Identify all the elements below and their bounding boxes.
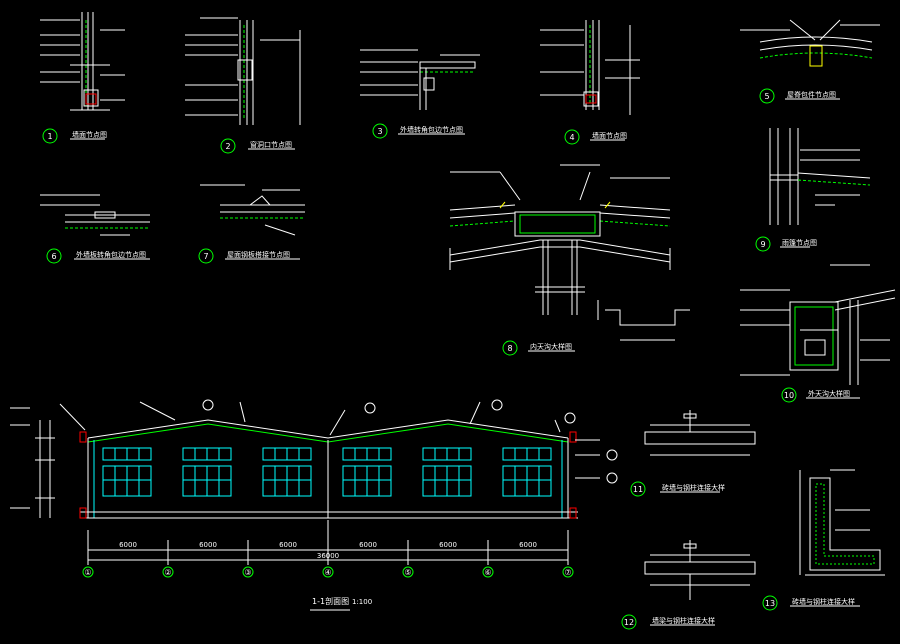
detail-13 xyxy=(762,469,885,611)
span-dim: 6000 xyxy=(439,541,457,549)
section-scale: 1:100 xyxy=(352,598,372,606)
detail-12 xyxy=(621,540,756,630)
detail-caption: 墙梁与钢柱连接大样 xyxy=(652,616,715,625)
detail-3 xyxy=(360,49,480,139)
span-dim: 6000 xyxy=(119,541,137,549)
detail-caption: 雨篷节点图 xyxy=(782,238,817,247)
detail-caption: 屋脊包件节点图 xyxy=(787,90,836,99)
detail-9 xyxy=(755,128,871,252)
detail-7 xyxy=(198,184,305,264)
detail-number: 3 xyxy=(377,127,382,136)
axis-label: ⑥ xyxy=(484,568,491,577)
detail-number: 12 xyxy=(624,618,634,627)
axis-label: ④ xyxy=(324,568,331,577)
axis-label: ① xyxy=(84,568,91,577)
detail-number: 4 xyxy=(569,133,574,142)
detail-number: 13 xyxy=(765,599,775,608)
span-dim: 6000 xyxy=(199,541,217,549)
detail-caption: 外天沟大样图 xyxy=(808,389,850,398)
detail-4 xyxy=(540,20,640,145)
detail-number: 9 xyxy=(760,240,765,249)
detail-11 xyxy=(630,410,756,497)
span-dim: 6000 xyxy=(519,541,537,549)
detail-10 xyxy=(740,264,896,403)
dimension-labels: 6000 6000 6000 6000 6000 6000 36000 xyxy=(119,541,537,560)
detail-caption: 内天沟大样图 xyxy=(530,342,572,351)
detail-labels: 1 墙面节点图 2 窗洞口节点图 3 外墙转角包边节点图 4 墙面节点图 5 屋… xyxy=(47,90,855,627)
detail-2 xyxy=(185,17,301,154)
section-title: 1-1剖面图 xyxy=(312,596,349,606)
detail-number: 8 xyxy=(507,344,512,353)
axis-label: ③ xyxy=(244,568,251,577)
axis-label: ② xyxy=(164,568,171,577)
detail-number: 2 xyxy=(225,142,230,151)
detail-number: 7 xyxy=(203,252,208,261)
detail-caption: 外墙板转角包边节点图 xyxy=(76,250,146,259)
detail-number: 10 xyxy=(784,391,794,400)
detail-5 xyxy=(740,19,880,104)
section-1-1 xyxy=(10,399,618,611)
detail-caption: 墙面节点图 xyxy=(72,130,107,139)
detail-number: 1 xyxy=(47,132,52,141)
detail-caption: 屋面钢板搭接节点图 xyxy=(227,250,290,259)
detail-caption: 墙面节点图 xyxy=(592,131,627,140)
detail-caption: 砖墙与钢柱连接大样 xyxy=(662,483,725,492)
axis-label: ⑦ xyxy=(564,568,571,577)
detail-8 xyxy=(449,164,690,356)
detail-number: 11 xyxy=(633,485,643,494)
span-dim: 6000 xyxy=(359,541,377,549)
grid-axes: ① ② ③ ④ ⑤ ⑥ ⑦ xyxy=(82,566,574,578)
detail-caption: 外墙转角包边节点图 xyxy=(400,125,463,134)
detail-number: 6 xyxy=(51,252,56,261)
span-dim: 6000 xyxy=(279,541,297,549)
total-dim: 36000 xyxy=(317,552,339,560)
detail-6 xyxy=(40,194,150,264)
detail-number: 5 xyxy=(764,92,769,101)
detail-1 xyxy=(40,12,125,144)
axis-label: ⑤ xyxy=(404,568,411,577)
detail-caption: 砖墙与钢柱连接大样 xyxy=(792,597,855,606)
detail-caption: 窗洞口节点图 xyxy=(250,140,292,149)
